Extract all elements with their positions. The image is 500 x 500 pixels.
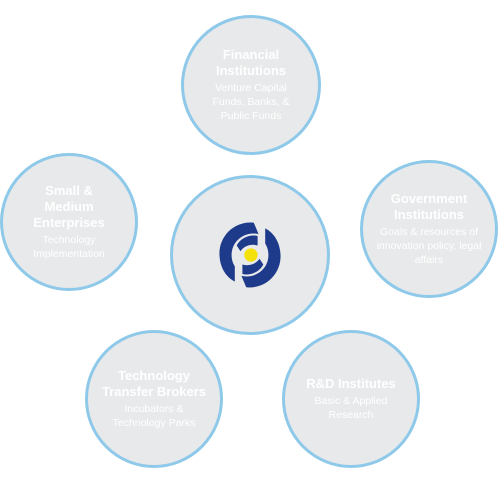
node-description: Incubators & Technology Parks [112, 403, 196, 429]
node-small-medium-enterprises: Small & Medium Enterprises Technology Im… [0, 153, 138, 291]
node-rnd-institutes: R&D Institutes Basic & Applied Research [282, 330, 420, 468]
node-description: Basic & Applied Research [314, 395, 388, 421]
node-title: R&D Institutes [306, 376, 396, 391]
node-government-institutions: Government Institutions Goals & resource… [360, 160, 498, 298]
node-description: Technology Implementation [33, 234, 105, 260]
node-financial-institutions: Financial Institutions Venture Capital F… [181, 15, 321, 155]
node-title: Government Institutions [390, 191, 468, 222]
node-description: Goals & resources of innovation policy, … [376, 226, 482, 266]
center-hub [170, 175, 330, 335]
node-description: Venture Capital Funds, Banks, & Public F… [212, 82, 290, 122]
node-title: Small & Medium Enterprises [33, 183, 105, 230]
node-technology-transfer-brokers: Technology Transfer Brokers Incubators &… [85, 330, 223, 468]
node-title: Financial Institutions [215, 47, 287, 78]
twin-arc-logo-icon [219, 222, 281, 288]
node-title: Technology Transfer Brokers [101, 368, 207, 399]
